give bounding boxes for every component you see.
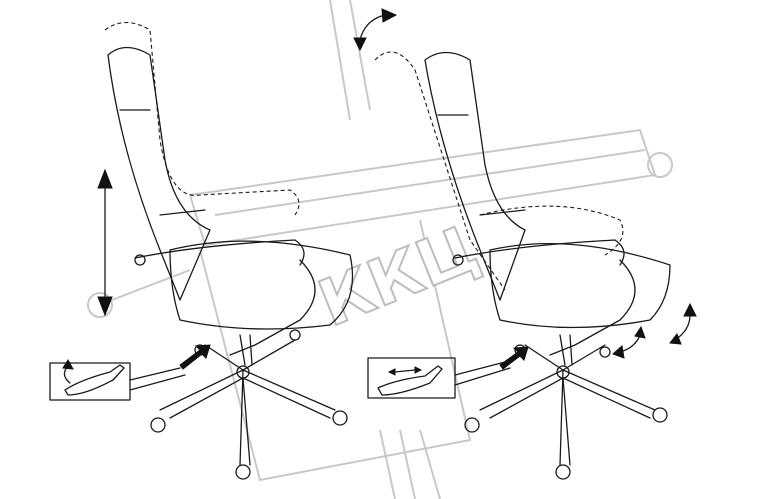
chair-tilt-adjustment bbox=[353, 8, 697, 480]
lever-pointer-arrow-icon bbox=[499, 346, 529, 370]
height-arrow-icon bbox=[97, 168, 113, 317]
lever-pointer-arrow-icon bbox=[179, 344, 211, 370]
lever-up-inset bbox=[49, 359, 186, 401]
watermark-text: ККЦ bbox=[309, 212, 489, 342]
lever-side-inset bbox=[367, 357, 511, 399]
watermark: ККЦ bbox=[87, 0, 673, 499]
chair-height-adjustment bbox=[49, 21, 354, 480]
tilt-arrow-icon bbox=[353, 8, 697, 359]
